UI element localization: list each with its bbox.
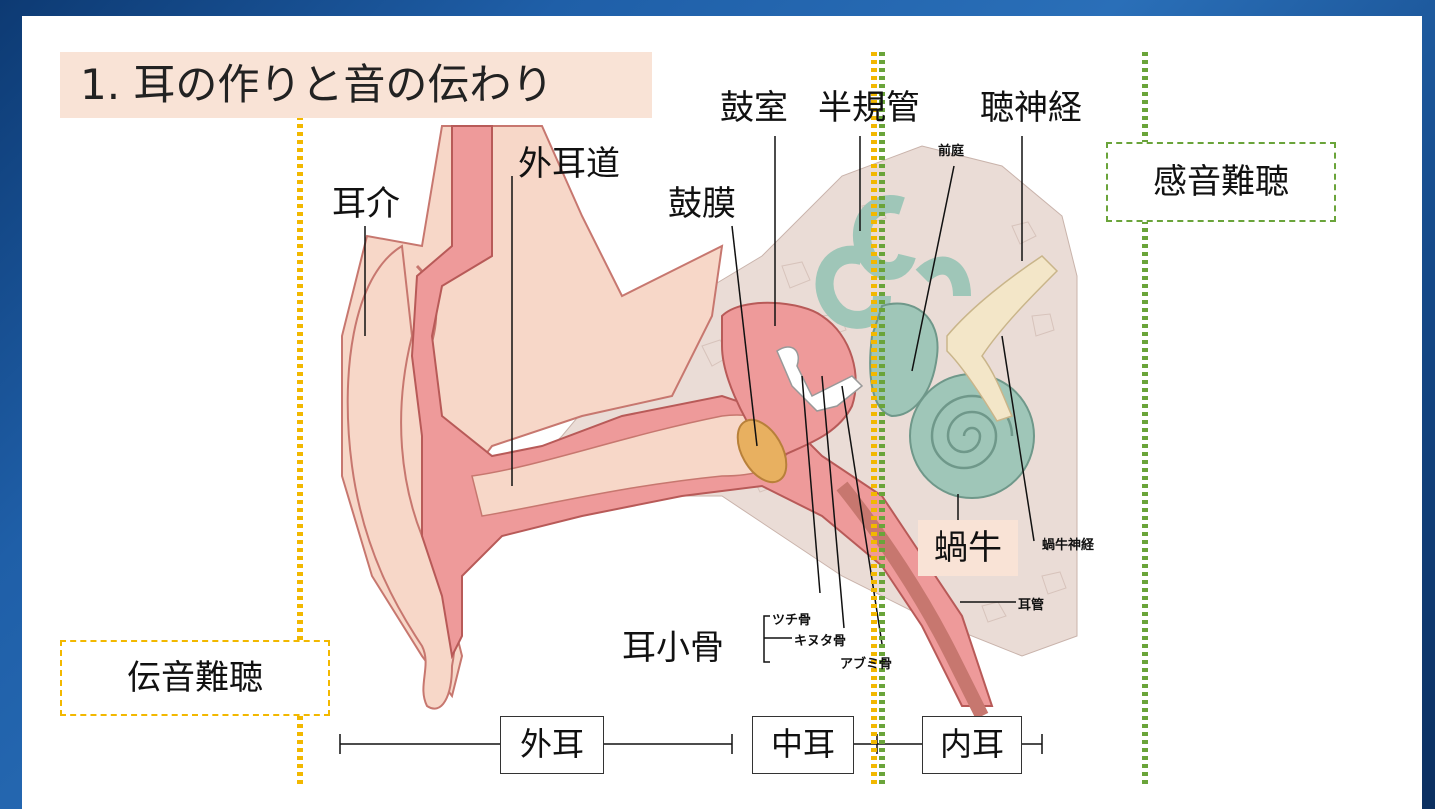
label-auditory-nerve: 聴神経 — [980, 88, 1082, 128]
label-eustachian-tube: 耳管 — [1018, 598, 1045, 613]
label-ear-canal: 外耳道 — [518, 144, 620, 184]
ossicle-bones — [776, 346, 864, 412]
cochlea-shape — [909, 373, 1035, 499]
pinna-shape — [346, 244, 456, 710]
auditory-nerve-shape — [946, 255, 1059, 422]
label-vestibule: 前庭 — [938, 144, 965, 159]
ear-canal-tissue — [410, 125, 994, 707]
conductive-hearing-loss-box: 伝音難聴 — [60, 640, 330, 716]
label-incus: キヌタ骨 — [794, 634, 847, 649]
label-cochlea: 蝸牛 — [918, 520, 1018, 576]
label-stapes: アブミ骨 — [840, 657, 893, 672]
sensorineural-hearing-loss-box: 感音難聴 — [1106, 142, 1336, 222]
slide: 1. 耳の作りと音の伝わり 耳介 外耳道 鼓室 半規管 聴神経 鼓膜 前庭 蝸牛… — [22, 16, 1422, 809]
label-ossicles: 耳小骨 — [622, 628, 724, 668]
label-pinna: 耳介 — [332, 184, 400, 224]
label-tympanic-cavity: 鼓室 — [720, 88, 788, 128]
page-title: 1. 耳の作りと音の伝わり — [60, 52, 652, 118]
label-malleus: ツチ骨 — [772, 613, 812, 628]
label-semicircular-canals: 半規管 — [818, 88, 920, 128]
label-eardrum: 鼓膜 — [668, 184, 736, 224]
label-cochlear-nerve: 蝸牛神経 — [1042, 538, 1095, 553]
region-middle-ear: 中耳 — [752, 716, 854, 774]
eardrum-shape — [736, 418, 788, 484]
region-inner-ear: 内耳 — [922, 716, 1022, 774]
leader-lines — [339, 136, 1043, 754]
region-outer-ear: 外耳 — [500, 716, 604, 774]
